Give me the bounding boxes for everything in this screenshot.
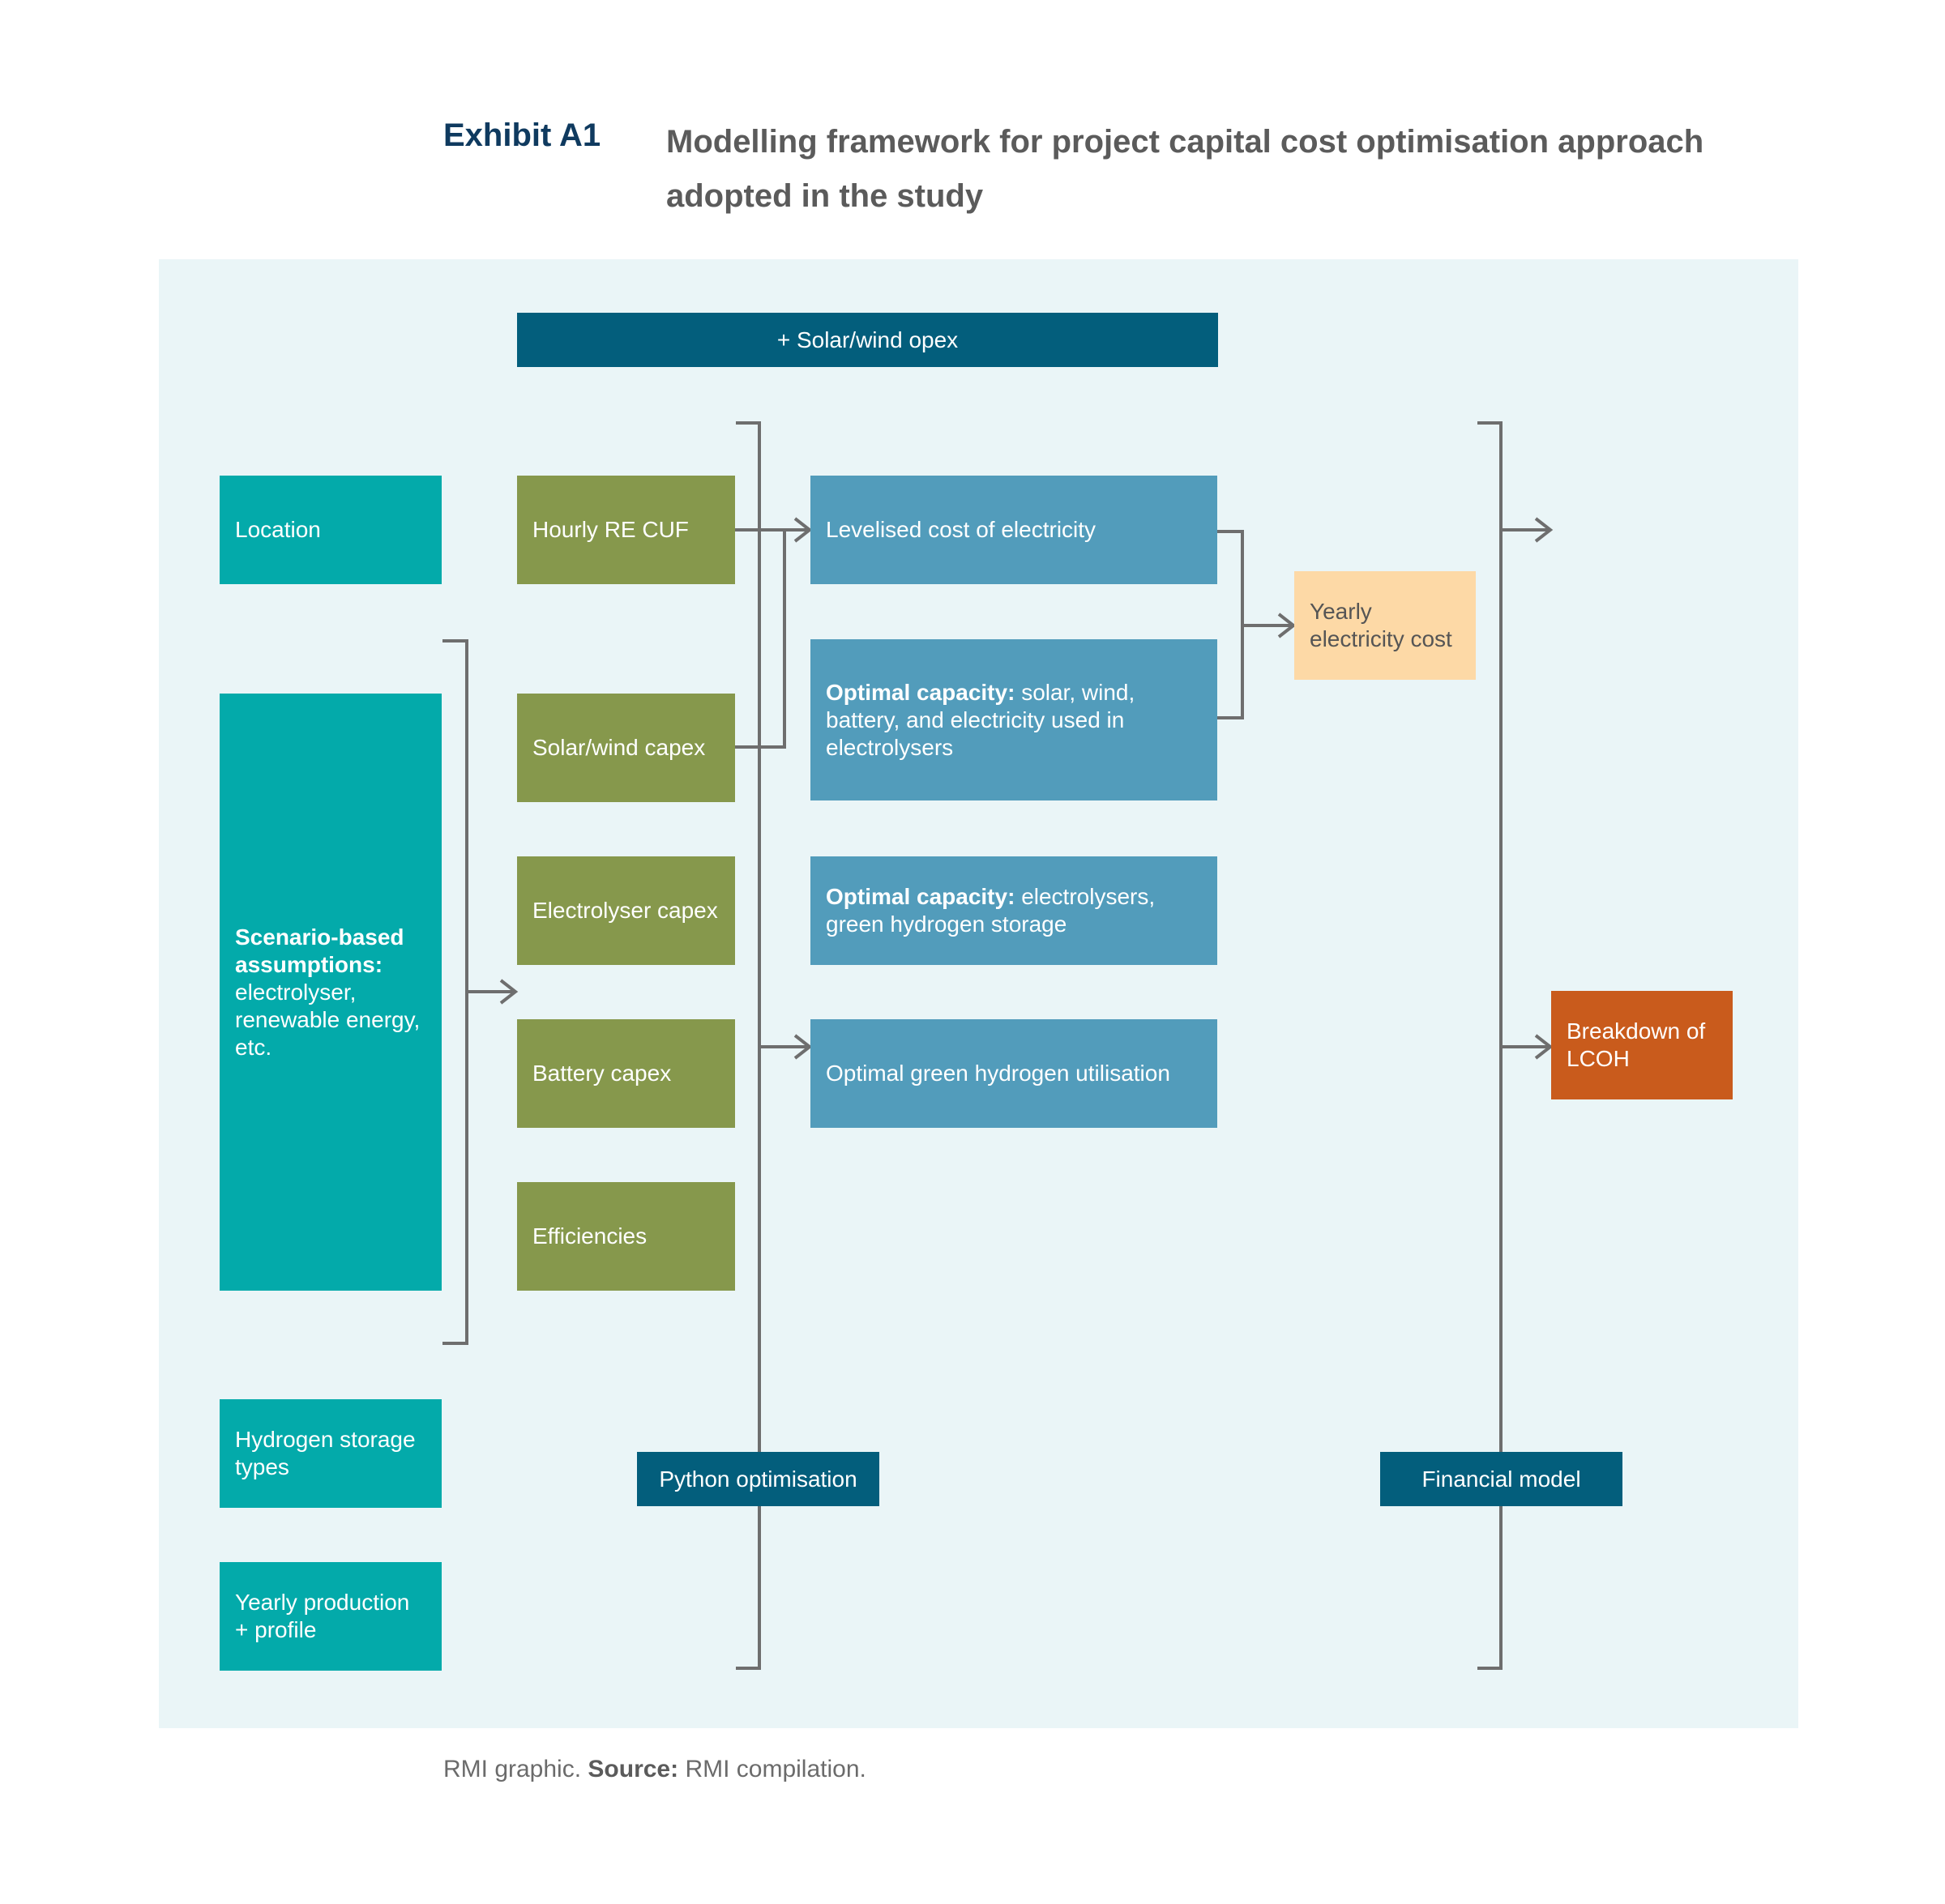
- optimal-capacity-electrolyser-heading: Optimal capacity:: [826, 884, 1015, 909]
- solar-wind-opex-label: + Solar/wind opex: [776, 327, 959, 352]
- efficiencies-box: Efficiencies: [517, 1182, 735, 1291]
- lcoe-to-cost: [1217, 530, 1244, 719]
- battery-capex-box: Battery capex: [517, 1019, 735, 1128]
- capex-to-lcoe: [735, 530, 786, 749]
- hydrogen-storage-label: Hydrogen storage types: [235, 1427, 416, 1479]
- battery-capex-label: Battery capex: [532, 1061, 672, 1086]
- location-label: Location: [235, 517, 321, 542]
- lcoe-arrowhead: [793, 517, 813, 543]
- solar-wind-capex-label: Solar/wind capex: [532, 735, 706, 760]
- optimal-capacity-solar-heading: Optimal capacity:: [826, 679, 1015, 705]
- electrolyser-capex-label: Electrolyser capex: [532, 898, 718, 923]
- scenario-assumptions-detail: electrolyser, renewable energy, etc.: [235, 979, 421, 1060]
- scenario-assumptions-box: Scenario-based assumptions:electrolyser,…: [220, 694, 442, 1291]
- scenario-assumptions-text: Scenario-based assumptions:electrolyser,…: [235, 924, 426, 1061]
- source-value: RMI compilation.: [685, 1756, 866, 1782]
- yearly-production-label: Yearly production + profile: [235, 1590, 410, 1642]
- optimal-capacity-solar-text: Optimal capacity: solar, wind, battery, …: [826, 679, 1202, 762]
- hourly-re-cuf-box: Hourly RE CUF: [517, 476, 735, 584]
- yearly-production-box: Yearly production + profile: [220, 1562, 442, 1671]
- solar-wind-opex-bar: + Solar/wind opex: [517, 313, 1218, 367]
- source-label: Source:: [588, 1756, 679, 1782]
- efficiencies-label: Efficiencies: [532, 1223, 648, 1249]
- scenario-assumptions-heading: Scenario-based assumptions:: [235, 924, 404, 977]
- breakdown-lcoh-label: Breakdown of LCOH: [1567, 1018, 1706, 1071]
- python-optimisation-label: Python optimisation: [659, 1466, 857, 1492]
- solar-wind-capex-box: Solar/wind capex: [517, 694, 735, 802]
- optimal-capacity-electrolyser-box: Optimal capacity: electrolysers, green h…: [810, 856, 1217, 965]
- financial-model-box: Financial model: [1380, 1452, 1622, 1506]
- optimal-capacity-electrolyser-text: Optimal capacity: electrolysers, green h…: [826, 883, 1202, 938]
- optimal-capacity-solar-box: Optimal capacity: solar, wind, battery, …: [810, 639, 1217, 800]
- scenario-arrowhead: [499, 979, 519, 1005]
- optimal-utilisation-box: Optimal green hydrogen utilisation: [810, 1019, 1217, 1128]
- location-box: Location: [220, 476, 442, 584]
- hourly-re-cuf-label: Hourly RE CUF: [532, 517, 689, 542]
- yearly-electricity-cost-label: Yearly electricity cost: [1310, 599, 1452, 651]
- source-note: RMI graphic. Source: RMI compilation.: [443, 1756, 866, 1783]
- python-optimisation-box: Python optimisation: [637, 1452, 879, 1506]
- electrolyser-capex-box: Electrolyser capex: [517, 856, 735, 965]
- lcoe-label: Levelised cost of electricity: [826, 517, 1096, 542]
- lcoe-box: Levelised cost of electricity: [810, 476, 1217, 584]
- utilisation-arrowhead: [793, 1034, 813, 1060]
- breakdown-lcoh-box: Breakdown of LCOH: [1551, 991, 1733, 1099]
- hydrogen-storage-box: Hydrogen storage types: [220, 1399, 442, 1508]
- optimal-capacity-solar-detail: solar, wind, battery, and electricity us…: [826, 679, 1135, 760]
- optimal-utilisation-label: Optimal green hydrogen utilisation: [826, 1061, 1170, 1086]
- financial-arrowhead-lcoh: [1534, 1034, 1554, 1060]
- credit-text: RMI graphic.: [443, 1756, 582, 1782]
- yearly-electricity-cost-box: Yearly electricity cost: [1294, 571, 1476, 680]
- page-title: Modelling framework for project capital …: [666, 124, 1704, 214]
- cost-arrowhead: [1277, 613, 1297, 638]
- financial-model-label: Financial model: [1421, 1466, 1581, 1492]
- exhibit-label: Exhibit A1: [443, 117, 601, 153]
- scenario-bracket: [442, 639, 468, 1345]
- optimal-capacity-electrolyser-detail: electrolysers, green hydrogen storage: [826, 884, 1156, 937]
- financial-arrowhead-top: [1534, 517, 1554, 543]
